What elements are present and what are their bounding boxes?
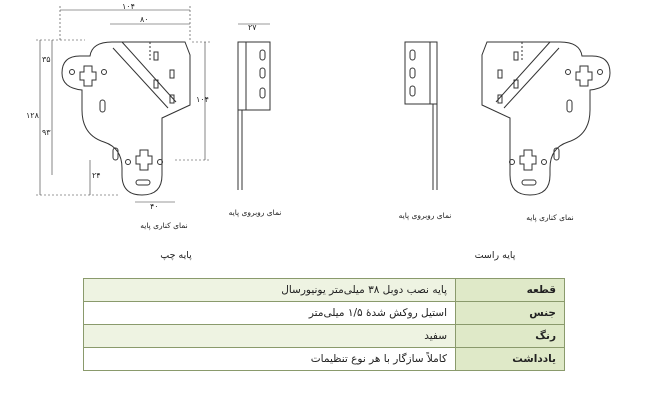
label-left-front-view: نمای روبروی پایه <box>229 208 282 217</box>
left-bracket-side-plate <box>61 41 191 196</box>
left-bracket-bottom-slot <box>99 99 163 186</box>
row-value: سفید <box>83 324 456 348</box>
label-left-side-view: نمای کناری پایه <box>140 221 187 230</box>
row-value: کاملاً سازگار با هر نوع تنظیمات <box>83 347 456 371</box>
label-right-front-view: نمای روبروی پایه <box>399 211 452 220</box>
row-key: یادداشت <box>455 347 565 371</box>
dim-104-side: ۱۰۴ <box>196 95 209 104</box>
row-value: پایه نصب دوبل ۳۸ میلی‌متر یونیورسال <box>83 278 456 302</box>
technical-drawing: ۱۰۴ ۸۰ ۳۵ ۱۲۸ ۹۳ ۲۴ ۴۰ ۱۰۴ ۲۷ نمای کناری… <box>26 2 611 261</box>
dim-80: ۸۰ <box>140 15 149 24</box>
table-row: یادداشت کاملاً سازگار با هر نوع تنظیمات <box>83 347 565 371</box>
row-key: جنس <box>455 301 565 325</box>
table-row: قطعه پایه نصب دوبل ۳۸ میلی‌متر یونیورسال <box>83 278 565 302</box>
right-bracket-side-plate <box>481 41 611 196</box>
dim-35: ۳۵ <box>42 55 51 64</box>
right-bracket-bottom-slot <box>509 99 573 186</box>
dim-104-top: ۱۰۴ <box>122 2 135 11</box>
left-bracket-dimension-lines <box>36 6 210 203</box>
table-row: جنس استیل روکش شدهٔ ۱/۵ میلی‌متر <box>83 301 565 325</box>
dim-27: ۲۷ <box>248 23 257 32</box>
right-bracket-front-plate <box>404 41 438 190</box>
row-key: قطعه <box>455 278 565 302</box>
row-key: رنگ <box>455 324 565 348</box>
right-bracket-top-slot <box>565 65 603 87</box>
dim-24: ۲۴ <box>92 171 101 180</box>
dim-93: ۹۳ <box>42 128 51 137</box>
dim-128: ۱۲۸ <box>26 111 40 120</box>
dim-40: ۴۰ <box>150 202 159 211</box>
spec-table: قطعه پایه نصب دوبل ۳۸ میلی‌متر یونیورسال… <box>83 278 565 371</box>
row-value: استیل روکش شدهٔ ۱/۵ میلی‌متر <box>83 301 456 325</box>
table-row: رنگ سفید <box>83 324 565 348</box>
caption-right-bracket: پایه راست <box>475 250 516 261</box>
caption-left-bracket: پایه چپ <box>160 250 192 261</box>
left-bracket-front-plate <box>237 23 271 190</box>
label-right-side-view: نمای کناری پایه <box>526 213 573 222</box>
left-bracket-top-slot <box>69 65 107 87</box>
